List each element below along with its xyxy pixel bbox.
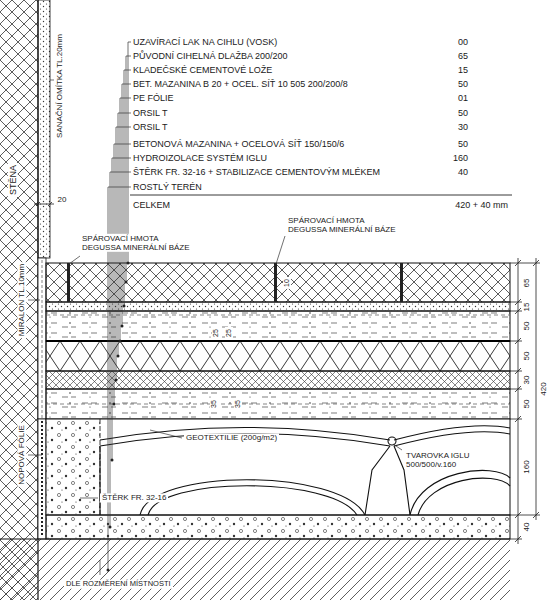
dimple-membrane <box>38 419 46 539</box>
leader-dots <box>107 262 130 572</box>
floor-layers <box>46 263 510 539</box>
plaster-dimension <box>34 202 54 206</box>
plaster <box>38 0 50 258</box>
layer-thickness: 420 + 40 mm <box>455 200 508 210</box>
dimension: 65 <box>522 276 531 289</box>
layer-name: BETONOVÁ MAZANINA + OCELOVÁ SÍŤ 150/150/… <box>133 139 344 149</box>
note: MIRALON TL.10mm <box>17 262 26 338</box>
layer-thickness: 50 <box>458 79 468 89</box>
dimension: 40 <box>522 521 531 534</box>
concrete-slab <box>46 389 510 419</box>
dimension: 50 <box>522 350 531 363</box>
layer-thickness: 50 <box>458 139 468 149</box>
gravel-bed <box>46 515 510 539</box>
layer-name: ORSIL T <box>133 122 168 132</box>
layer-name: PE FÓLIE <box>133 93 174 103</box>
note: SPÁROVACÍ HMOTA DEGUSSA MINERÁLNÍ BÁZE <box>286 216 402 234</box>
note: TVAROVKA IGLU 500/500/v.160 <box>404 451 480 469</box>
dimension: 25 <box>212 327 220 339</box>
iglu-forms <box>100 426 510 515</box>
thickness-dimensions <box>510 258 540 544</box>
dimension: 35 <box>210 398 218 410</box>
table-rule <box>130 195 512 196</box>
dimension: 35 <box>234 398 242 410</box>
miralon-line <box>42 260 43 418</box>
note: STĚNA <box>8 163 18 197</box>
tile-joints <box>67 263 403 302</box>
note: DLE ROZMĚRENÍ MÍSTNOSTI <box>64 580 173 589</box>
insulation-50 <box>46 341 510 371</box>
miralon-strip <box>38 258 46 419</box>
layer-name: BET. MAZANINA B 20 + OCEL. SÍŤ 10 505 20… <box>133 79 348 89</box>
dimension: 420 <box>539 380 548 397</box>
leader-lines <box>28 42 402 575</box>
note: GEOTEXTILIE (200g/m2) <box>184 433 279 442</box>
subsoil-line <box>0 538 510 539</box>
steel-mesh <box>46 404 510 405</box>
layer-name: UZAVÍRACÍ LAK NA CIHLU (VOSK) <box>133 37 277 47</box>
dimension: 160 <box>522 458 531 475</box>
dimension: 50 <box>522 398 531 411</box>
pe-foil <box>46 340 510 342</box>
dimension: 30 <box>522 374 531 387</box>
layer-thickness: 00 <box>458 37 468 47</box>
layer-thickness: 15 <box>458 65 468 75</box>
steel-mesh <box>46 315 510 316</box>
dimension: 15 <box>522 300 531 313</box>
layer-thickness: 40 <box>458 167 468 177</box>
layer-name: HYDROIZOLACE SYSTÉM IGLU <box>133 153 267 163</box>
layer-name: KLADEČSKÉ CEMENTOVÉ LOŽE <box>133 65 272 75</box>
layer-name: ORSIL T <box>133 108 168 118</box>
dimension: 50 <box>522 320 531 333</box>
mortar-bed <box>46 302 510 311</box>
layer-name: ROSTLÝ TERÉN <box>133 182 202 192</box>
note: NOPOVÁ FÓLIE <box>17 423 26 487</box>
note: SPÁROVACÍ HMOTA DEGUSSA MINERÁLNÍ BÁZE <box>80 234 196 252</box>
layer-thickness: 160 <box>453 153 468 163</box>
layer-name: ŠTĚRK FR. 32-16 + STABILIZACE CEMENTOVÝM… <box>133 167 380 177</box>
layer-name: PŮVODNÍ CIHELNÁ DLAŽBA 200/200 <box>133 51 288 61</box>
dimension: 10 <box>283 277 291 289</box>
layer-thickness: 01 <box>458 93 468 103</box>
gravel-fill <box>46 419 100 515</box>
screed <box>46 311 510 341</box>
dimple-membrane-bumps <box>41 421 43 537</box>
insulation-30 <box>46 371 510 389</box>
layer-thickness: 30 <box>458 122 468 132</box>
layer-thickness: 50 <box>458 108 468 118</box>
note: ŠTĚRK FR. 32-16 <box>100 493 168 502</box>
dimension: 20 <box>56 195 69 204</box>
subsoil <box>0 539 510 600</box>
note: SANAČNÍ OMÍTKA TL.20mm <box>55 32 64 140</box>
dimension: 25 <box>225 327 233 339</box>
brick-tile <box>46 263 510 302</box>
layer-name: CELKEM <box>133 200 170 210</box>
iglu-layer <box>46 419 510 515</box>
layer-thickness: 65 <box>458 51 468 61</box>
